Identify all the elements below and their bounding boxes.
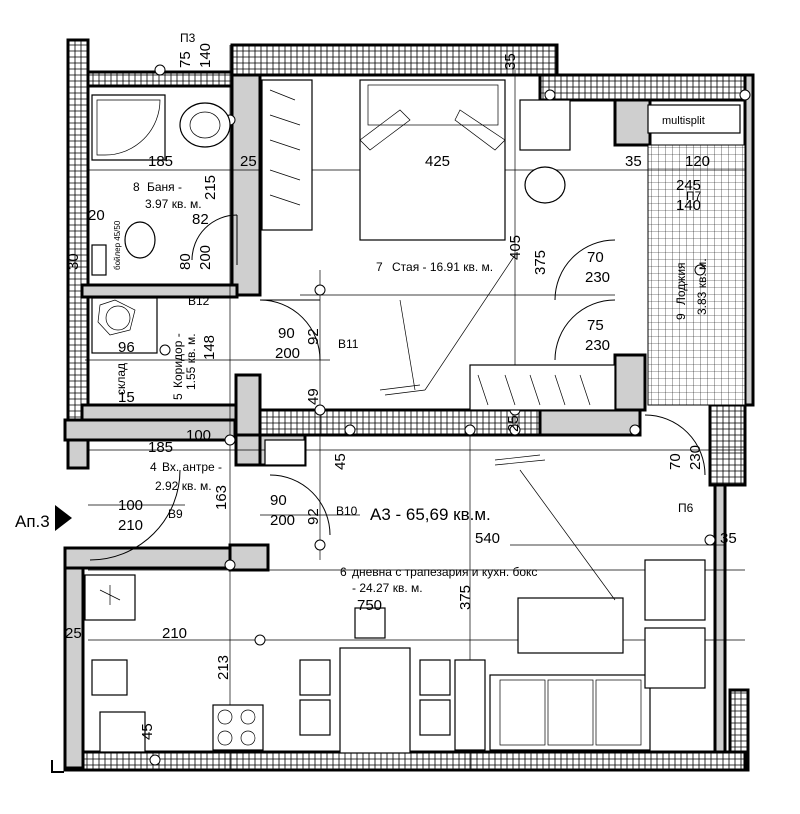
tag-b11: В11 [338,337,359,351]
living-door-w: 90 [270,492,287,509]
dim-92-upper: 92 [305,328,322,345]
entry-area: 2.92 кв. м. [155,479,212,493]
loggia-name: Лоджия [674,262,688,305]
dim-49: 49 [305,388,322,405]
labels: 8 Баня - 3.97 кв. м. 7 Стая - 16.91 кв. … [15,31,737,740]
tag-b9: В9 [168,507,183,521]
tag-p7: П7 [686,189,702,203]
loggia-num: 9 [674,313,688,320]
dim-540: 540 [475,530,500,547]
living-area: - 24.27 кв. м. [352,581,423,595]
entry-name: Вх. антре - [162,460,222,474]
dim-750: 750 [357,597,382,614]
living-num: 6 [340,565,347,579]
bedroom-num: 7 [376,260,383,274]
bath-door-w: 80 [177,253,194,270]
corridor-area: 1.55 кв. м. [184,333,198,390]
loggia-door1-w: 70 [587,249,604,266]
bath-door-h: 200 [197,245,214,270]
bed-window-h: 140 [676,197,701,214]
dim-375-bottom: 375 [457,585,474,610]
bath-name: Баня - [147,180,182,194]
dim-35-right: 35 [720,530,737,547]
dim-213: 213 [215,655,232,680]
apartment-title: А3 - 65,69 кв.м. [370,505,491,524]
side-window-h: 230 [687,445,704,470]
dim-25-mid: 25 [505,415,522,432]
dim-163: 163 [213,485,230,510]
dim-120: 120 [685,153,710,170]
dim-148: 148 [201,335,218,360]
living-name: дневна с трапезария и кухн. бокс [352,565,537,579]
tag-p6: П6 [678,501,694,515]
loggia-area: 3.83 кв. м. [695,258,709,315]
dim-215: 215 [202,175,219,200]
dim-92-lower: 92 [305,508,322,525]
entry-door-h: 210 [118,517,143,534]
tag-b12: В12 [188,294,210,308]
dim-35-topwall: 35 [502,53,519,70]
corridor-name: Коридор - [171,333,185,388]
furniture [84,79,741,754]
storage-name: склад [114,363,128,395]
tag-b10: В10 [336,504,358,518]
loggia-door2-w: 75 [587,317,604,334]
dim-82: 82 [192,211,209,228]
dim-45-mid: 45 [332,453,349,470]
dim-25-top: 25 [240,153,257,170]
tag-p3: П3 [180,31,196,45]
dim-185-top: 185 [148,153,173,170]
entry-arrow-icon [55,505,72,531]
dim-405: 405 [507,235,524,260]
doors [89,214,706,561]
entry-door-w: 100 [118,497,143,514]
bed-window-w: 245 [676,177,701,194]
loggia-door2-h: 230 [585,337,610,354]
dim-185-mid: 185 [148,439,173,456]
entry-num: 4 [150,460,157,474]
dim-15: 15 [118,389,135,406]
entry-marker-label: Ап.3 [15,512,50,531]
side-window-w: 70 [667,453,684,470]
dim-20: 20 [88,207,105,224]
axis-lines [85,45,745,770]
loggia-door1-h: 230 [585,269,610,286]
loggia-floor [647,144,746,406]
corridor-num: 5 [171,393,185,400]
living-door-h: 200 [270,512,295,529]
dim-35-top: 35 [625,153,642,170]
bath-window-w: 75 [177,51,194,68]
multisplit-label: multisplit [662,115,705,127]
dim-425: 425 [425,153,450,170]
bedroom-name: Стая - 16.91 кв. м. [392,260,493,274]
bedroom-door-h: 200 [275,345,300,362]
dim-210: 210 [162,625,187,642]
boiler-label: бойлер 45/50 [113,220,122,270]
corner-marker [51,760,64,773]
bath-area: 3.97 кв. м. [145,197,202,211]
exterior-walls [63,38,755,772]
dim-375-top: 375 [532,250,549,275]
dim-96: 96 [118,339,135,356]
dim-30-left: 30 [65,253,82,270]
dim-25-left: 25 [65,625,82,642]
dim-45-bottom: 45 [139,723,156,740]
bedroom-door-w: 90 [278,325,295,342]
dim-100: 100 [186,427,211,444]
bath-window-h: 140 [197,43,214,68]
bath-num: 8 [133,180,140,194]
